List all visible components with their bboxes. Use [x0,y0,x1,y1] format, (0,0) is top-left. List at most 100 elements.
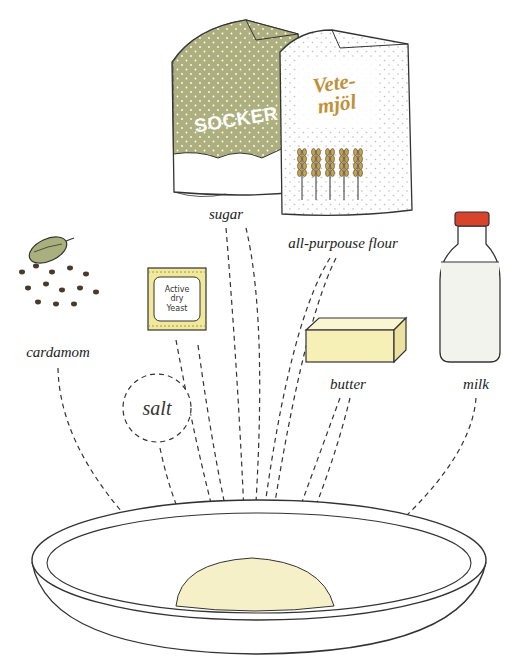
wheat-grain [303,170,307,177]
cardamom-seeds [19,264,99,307]
wheat-grain [312,170,316,177]
bowl-inner [47,513,471,613]
seed [83,272,89,277]
wheat-grain [359,156,363,163]
butter-front [306,330,394,362]
seed [19,270,25,275]
wheat-grain [298,163,302,170]
wheat-grain [331,163,335,170]
seed [53,302,59,307]
wheat-stalks [298,149,363,201]
wheat-grain [345,149,349,156]
seed [59,288,65,293]
wheat-grain [326,156,330,163]
wheat-grain [298,170,302,177]
seed [93,290,99,295]
milk-fill [441,262,499,361]
wheat-grain [340,170,344,177]
milk-bottle [440,212,500,362]
butter [306,318,406,362]
wheat-grain [312,163,316,170]
wheat-grain [354,156,358,163]
seed [33,264,39,269]
wheat-grain [345,170,349,177]
wheat-grain [331,149,335,156]
node-text: Active dry Yeast [165,285,190,313]
ingredient-label: cardamom [26,344,90,361]
seed [77,286,83,291]
wheat-stem [302,150,303,200]
ingredient-label: butter [330,376,366,393]
wheat-grain [317,163,321,170]
cardamom [19,232,99,307]
bag-fold [246,20,298,40]
milk-level [441,262,499,263]
seed [25,286,31,291]
packet-crimp [148,272,206,326]
wheat-grain [326,170,330,177]
bag-label-ground [298,60,376,128]
seed [49,270,55,275]
bowl [32,500,486,654]
bag-outline [280,30,412,215]
wheat-grain [354,149,358,156]
packet-outline [148,268,206,330]
butter-side [394,318,406,362]
yeast-node: Active dry Yeast [161,282,194,316]
wheat-grain [340,163,344,170]
wheat-grain [317,149,321,156]
node-text: Vete- mjöl [312,70,361,118]
wheat-grain [312,149,316,156]
yeast-packet [148,268,206,330]
seed [67,266,73,271]
wheat-grain [331,156,335,163]
wheat-grain [331,170,335,177]
salt-node: salt [122,373,192,443]
wheat-grain [303,149,307,156]
butter-top [306,318,406,330]
seed [35,300,41,305]
wheat-grain [298,149,302,156]
wheat-grain [345,156,349,163]
wheat-grain [317,170,321,177]
wheat-grain [354,163,358,170]
pod-stem [66,238,74,241]
wheat-grain [303,163,307,170]
packet-label [154,277,200,321]
pod-seam [34,244,62,252]
ingredient-label: milk [463,376,489,393]
wheat-grain [345,163,349,170]
wheat-stem [330,150,331,200]
bowl-rim [32,500,486,620]
wheat-grain [312,156,316,163]
flour-bag [280,30,412,215]
dough [176,558,334,611]
wheat-stem [316,150,317,200]
bag-fold [174,192,226,197]
bag-fold [332,30,408,48]
wheat-grain [340,156,344,163]
dashed-circle [123,374,191,442]
wheat-stem [344,150,345,200]
wheat-stem [358,150,359,200]
cardamom-pod [25,232,71,269]
bottle-cap [455,212,489,226]
vete-node: Vete- mjöl [307,67,364,122]
ingredient-label: sugar [209,206,243,223]
wheat-grain [340,149,344,156]
wheat-grain [298,156,302,163]
ingredient-label: all-purpouse flour [288,235,398,252]
bottle-outline [440,226,500,362]
wheat-grain [326,149,330,156]
seed [43,282,49,287]
wheat-grain [303,156,307,163]
wheat-grain [326,163,330,170]
wheat-grain [317,156,321,163]
wheat-grain [354,170,358,177]
seed [71,302,77,307]
wheat-grain [359,163,363,170]
wheat-grain [359,170,363,177]
node-text: salt [143,397,172,420]
